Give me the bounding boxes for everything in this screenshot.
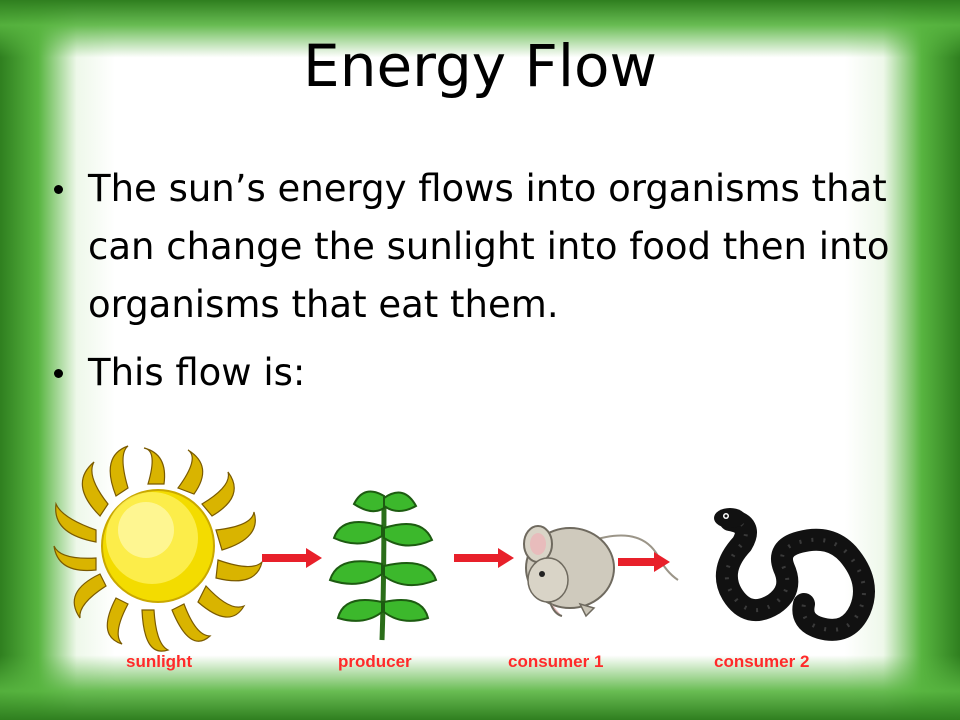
flow-label-consumer-1: consumer 1: [508, 652, 604, 671]
sun-icon: [53, 445, 264, 652]
flow-label-sunlight: sunlight: [126, 652, 193, 671]
arrow-right-icon: [262, 548, 322, 568]
bullet-item: The sun’s energy flows into organisms th…: [54, 160, 914, 334]
bullet-dot: [54, 185, 63, 194]
plant-icon: [328, 490, 438, 641]
arrow-right-icon: [618, 552, 670, 572]
flow-label-consumer-2: consumer 2: [714, 652, 810, 671]
bullet-dot: [54, 369, 63, 378]
slide: Energy Flow The sun’s energy flows into …: [30, 24, 930, 696]
bullet-item: This flow is:: [54, 344, 914, 402]
bullet-list: The sun’s energy flows into organisms th…: [54, 160, 914, 412]
snake-icon: [714, 508, 875, 641]
flow-label-producer: producer: [338, 652, 412, 671]
bullet-text: The sun’s energy flows into organisms th…: [88, 167, 890, 326]
bullet-text: This flow is:: [88, 351, 306, 394]
mouse-icon: [523, 525, 679, 618]
energy-flow-diagram: [53, 445, 875, 652]
slide-title: Energy Flow: [303, 32, 657, 100]
arrow-right-icon: [454, 548, 514, 568]
